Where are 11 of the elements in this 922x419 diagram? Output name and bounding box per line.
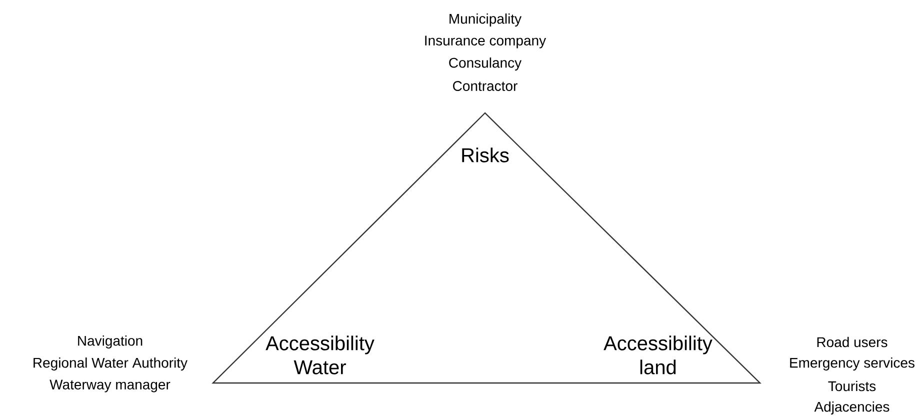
- stakeholder-label: Road users: [817, 336, 888, 348]
- stakeholder-label: Regional Water Authority: [34, 357, 188, 371]
- stakeholder-label: Tourists: [828, 380, 876, 392]
- stakeholder-label: Insurance company: [425, 36, 546, 48]
- stakeholder-label: Navigation: [78, 335, 142, 349]
- stakeholder-label: Emergency services: [790, 357, 914, 371]
- stakeholder-label: Contractor: [453, 81, 518, 91]
- stakeholder-label: Waterway manager: [50, 380, 170, 392]
- stakeholder-label: Municipality: [450, 13, 522, 27]
- stakeholder-label: Consulancy: [449, 57, 522, 71]
- stakeholder-label: Adjacencies: [814, 401, 890, 415]
